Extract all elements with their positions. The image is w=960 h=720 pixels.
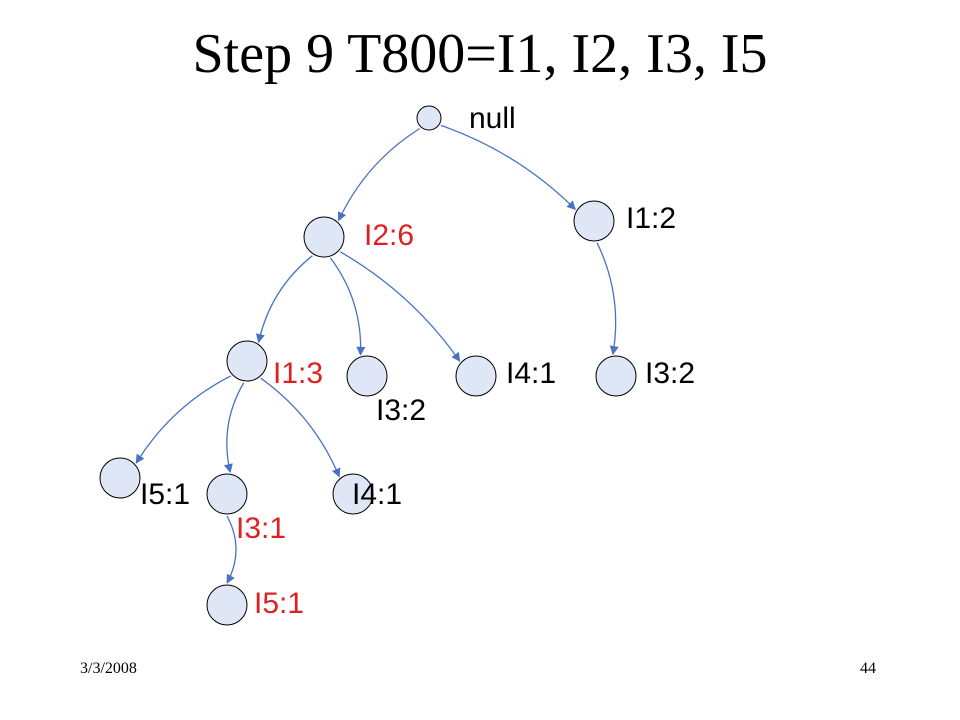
- edge-root-to-i2: [337, 127, 421, 222]
- edge-i1-under-i2-to-i3-under-i1-3: [223, 382, 245, 474]
- tree-node-i2: [303, 216, 345, 258]
- edge-i1-under-i2-to-i5-under-i1: [135, 375, 232, 464]
- tree-edges: [135, 124, 619, 584]
- tree-node-label-i3-under-i1-3: I3:1: [236, 512, 286, 545]
- tree-node-label-i5-under-i3: I5:1: [254, 587, 304, 620]
- tree-node-label-i3-under-i1: I3:2: [645, 357, 695, 390]
- edge-i1-right-to-i3-under-i1: [596, 242, 619, 356]
- tree-node-i3-under-i1-3: [206, 473, 248, 515]
- slide-date: 3/3/2008: [80, 660, 137, 677]
- tree-node-label-root: null: [469, 102, 516, 135]
- tree-node-i5-under-i3: [206, 584, 248, 626]
- edge-i1-under-i2-to-i4-under-i1-3: [260, 377, 341, 478]
- edge-i2-to-i3-under-i2: [329, 257, 366, 356]
- edge-i2-to-i1-under-i2: [255, 255, 313, 344]
- slide-title: Step 9 T800=I1, I2, I3, I5: [192, 23, 768, 85]
- edge-i2-to-i4-under-i2: [339, 251, 461, 362]
- tree-nodes: [99, 105, 637, 626]
- tree-node-label-i2: I2:6: [364, 219, 414, 252]
- tree-node-i3-under-i2: [346, 355, 388, 397]
- tree-node-i5-under-i1: [99, 457, 141, 499]
- tree-node-label-i4-under-i2: I4:1: [506, 357, 556, 390]
- edge-root-to-i1-right: [440, 124, 576, 210]
- tree-node-i1-under-i2: [226, 340, 268, 382]
- tree-node-root: [416, 105, 442, 131]
- tree-node-label-i1-right: I1:2: [626, 202, 676, 235]
- tree-node-i4-under-i2: [455, 355, 497, 397]
- tree-node-i3-under-i1: [595, 355, 637, 397]
- slide-page-number: 44: [860, 660, 876, 677]
- edge-i3-under-i1-3-to-i5-under-i3: [226, 515, 237, 584]
- tree-node-label-i5-under-i1: I5:1: [140, 478, 190, 511]
- tree-node-label-i4-under-i1-3: I4:1: [352, 478, 402, 511]
- tree-node-label-i1-under-i2: I1:3: [273, 357, 323, 390]
- tree-node-i4-under-i1-3: [332, 473, 374, 515]
- tree-node-i1-right: [573, 200, 615, 242]
- tree-node-label-i3-under-i2: I3:2: [376, 394, 426, 427]
